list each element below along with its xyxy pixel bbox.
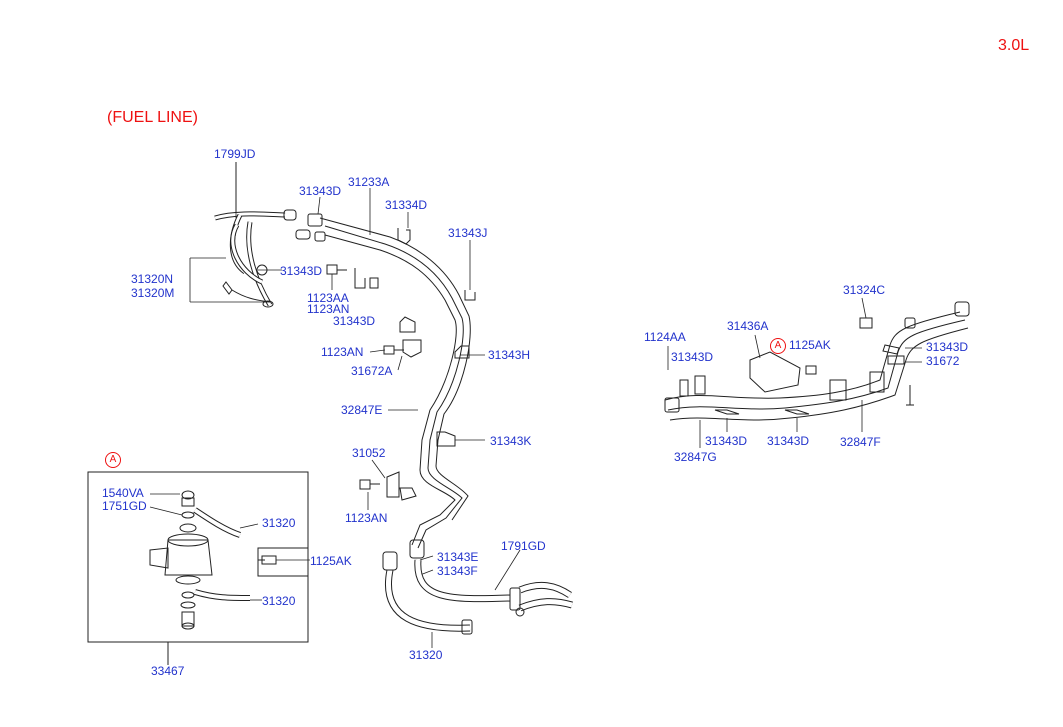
upper-hose-assembly [214,162,326,308]
part-label[interactable]: 1799JD [214,147,256,161]
steel-fuel-line [319,217,471,549]
part-label[interactable]: 33467 [151,664,185,678]
part-label[interactable]: 31343D [705,434,748,448]
part-label[interactable]: 31233A [348,175,390,189]
leader-lines [189,162,521,648]
part-label[interactable]: 1540VA [102,486,144,500]
part-label[interactable]: 31343D [333,314,376,328]
lower-hoses [382,539,573,635]
part-label[interactable]: 31324C [843,283,886,297]
part-label[interactable]: 1791GD [501,539,546,553]
part-label[interactable]: 31343K [490,434,532,448]
part-label[interactable]: 1124AA [644,330,686,344]
part-label[interactable]: 31343D [299,184,342,198]
part-label[interactable]: 31343D [280,264,323,278]
part-label[interactable]: 32847G [674,450,717,464]
bolts-upper [326,264,404,490]
inset-box [87,471,310,665]
part-label[interactable]: 31672A [351,364,393,378]
part-label[interactable]: 31672 [926,354,960,368]
inset-marker: A [105,452,121,468]
part-label[interactable]: 31052 [352,446,386,460]
part-label[interactable]: 1123AA [307,291,349,305]
part-label[interactable]: 31343H [488,348,531,362]
part-label[interactable]: 1123AN [345,511,388,525]
part-label[interactable]: 31343F [437,564,478,578]
part-label[interactable]: 1125AK [310,554,352,568]
part-label[interactable]: 31320 [262,516,296,530]
right-marker: A [770,338,786,354]
part-label[interactable]: 1123AN [321,345,364,359]
right-assembly [664,297,970,448]
part-label[interactable]: 31343J [448,226,488,240]
part-label[interactable]: 1125AK [789,338,831,352]
section-title: (FUEL LINE) [107,109,198,126]
part-label[interactable]: 31436A [727,319,769,333]
part-label[interactable]: 1751GD [102,499,147,513]
part-label[interactable]: 31343D [671,350,714,364]
part-label[interactable]: 31320 [409,648,443,662]
part-label[interactable]: 31320M [131,286,175,300]
part-label[interactable]: 31320 [262,594,296,608]
engine-label: 3.0L [998,37,1030,54]
part-label[interactable]: 31334D [385,198,428,212]
part-label[interactable]: 31343E [437,550,479,564]
part-label[interactable]: 32847E [341,403,383,417]
part-label[interactable]: 31343D [767,434,810,448]
clips-upper [354,228,476,501]
part-label[interactable]: 1123AN [307,302,350,316]
part-label[interactable]: 31320N [131,272,174,286]
part-label[interactable]: 31343D [926,340,969,354]
part-label[interactable]: 32847F [840,435,881,449]
